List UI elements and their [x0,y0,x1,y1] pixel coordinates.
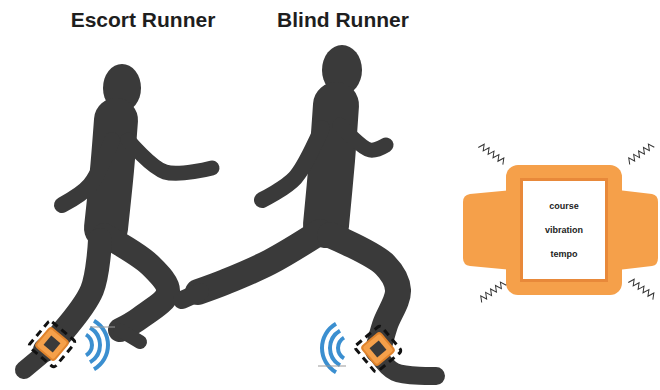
runner-arm [262,128,322,200]
vibration-mark [478,280,506,302]
watch-case [506,165,622,295]
runner-title: Escort Runner [71,8,216,32]
vibration-mark [626,142,654,164]
runner-title: Blind Runner [277,8,409,32]
device-screen [44,336,61,353]
ankle-device [354,325,402,373]
runner-foot [182,292,200,300]
runner-arm [128,140,212,173]
vibration-mark [628,278,656,300]
band-outline [354,325,402,373]
signal-wave [89,326,102,364]
ground-tick [318,366,346,367]
runner-foot [120,330,140,342]
runner-leg [104,235,168,330]
runner-arm [62,140,112,205]
screen-text: tempo [551,249,578,259]
ankle-device [28,320,76,368]
signal-wave [336,336,345,360]
signal-wave [85,333,94,357]
runner-arm [340,125,386,150]
device-body [35,327,69,361]
watch-strap [618,190,658,270]
watch-strap [463,190,512,270]
device-screen [370,341,387,358]
screen-text: course [549,201,579,211]
device-body [361,332,395,366]
vibration-mark [478,143,506,165]
ground-tick [90,327,115,328]
watch-screen: course vibration tempo [520,178,608,282]
band-outline [28,320,76,368]
signal-wave [328,329,341,367]
screen-text: vibration [545,225,583,235]
runner-leg [198,232,320,292]
